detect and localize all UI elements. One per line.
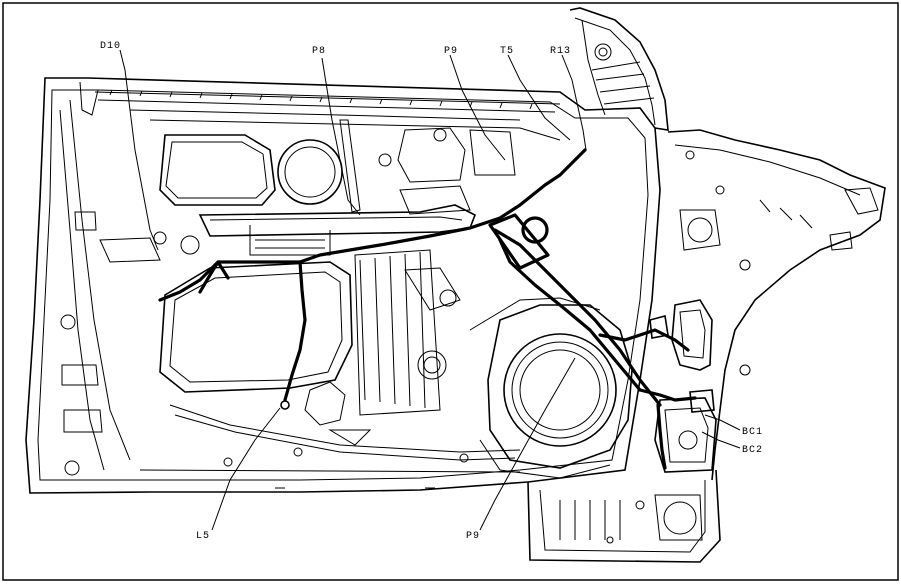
- leader-lines: [119, 49, 741, 531]
- wire-harness: [158, 148, 715, 470]
- label-p9-top: P9: [444, 46, 458, 57]
- lower-hinge-bracket: [527, 469, 721, 563]
- door-outer-panel: [25, 77, 661, 494]
- door-latch-module: [654, 299, 717, 473]
- window-frame-pillar: [569, 7, 669, 131]
- label-d10: D10: [100, 41, 121, 52]
- callout-labels: D10 P8 P9 T5 R13 BC1 BC2 L5 P9: [100, 41, 763, 542]
- label-p8: P8: [312, 46, 326, 57]
- label-p9-bottom: P9: [466, 531, 480, 542]
- lower-left-cutout: [159, 261, 353, 426]
- label-t5: T5: [500, 46, 514, 57]
- lower-sill: [60, 211, 521, 489]
- inner-panel-top-rail: [94, 89, 561, 141]
- vertical-ribs: [354, 249, 461, 416]
- label-r13: R13: [550, 46, 571, 57]
- body-pillar-section: [667, 129, 886, 481]
- label-bc2: BC2: [742, 445, 763, 456]
- label-l5: L5: [196, 531, 210, 542]
- window-regulator: [99, 204, 477, 263]
- label-bc1: BC1: [742, 427, 763, 438]
